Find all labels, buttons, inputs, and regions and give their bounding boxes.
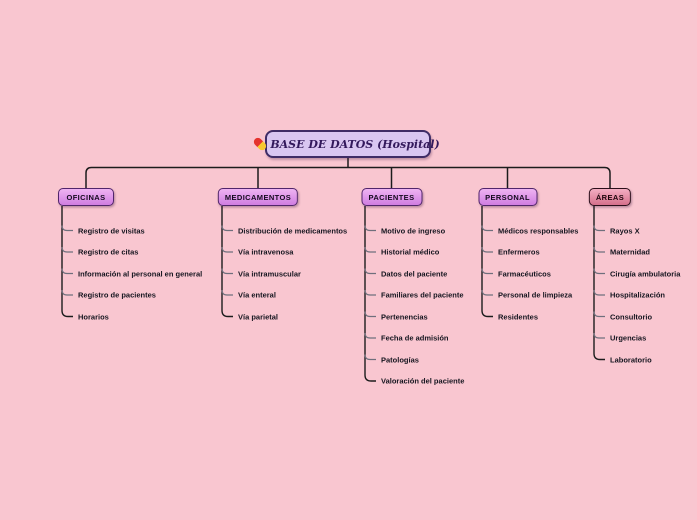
branch-node-label: OFICINAS	[66, 192, 106, 202]
mindmap-item[interactable]: Familiares del paciente	[381, 290, 464, 300]
branch-node-2[interactable]: MEDICAMENTOS	[217, 188, 299, 206]
branch-node-4[interactable]: PERSONAL	[478, 188, 537, 206]
mindmap-item[interactable]: Farmacéuticos	[498, 268, 551, 278]
mindmap-item[interactable]: Maternidad	[610, 247, 651, 257]
mindmap-item[interactable]: Registro de visitas	[78, 225, 145, 235]
mindmap-item[interactable]: Vía intravenosa	[238, 247, 294, 257]
branch-node-label: MEDICAMENTOS	[224, 192, 292, 202]
mindmap-item[interactable]: Fecha de admisión	[381, 333, 449, 343]
branch-node-1[interactable]: OFICINAS	[58, 188, 114, 206]
branch-node-3[interactable]: PACIENTES	[361, 188, 422, 206]
pill-icon	[252, 136, 269, 152]
mindmap-item[interactable]: Consultorio	[610, 311, 653, 321]
mindmap-item[interactable]: Médicos responsables	[498, 225, 579, 235]
mindmap-item[interactable]: Registro de pacientes	[78, 290, 156, 300]
mindmap-item[interactable]: Información al personal en general	[78, 268, 203, 278]
mindmap-item[interactable]: Datos del paciente	[381, 268, 448, 278]
branch-node-label: PERSONAL	[485, 192, 530, 202]
mindmap-item[interactable]: Hospitalización	[610, 290, 666, 300]
mindmap-item[interactable]: Patologías	[381, 354, 419, 364]
mindmap-item[interactable]: Pertenencias	[381, 311, 428, 321]
mindmap-item[interactable]: Vía intramuscular	[238, 268, 301, 278]
mindmap-item[interactable]: Valoración del paciente	[381, 376, 465, 386]
branch-node-label: ÁREAS	[595, 192, 625, 202]
branch-node-label: PACIENTES	[368, 192, 415, 202]
mindmap-item[interactable]: Vía parietal	[238, 311, 279, 321]
mindmap-item[interactable]: Historial médico	[381, 247, 440, 257]
mindmap-item[interactable]: Rayos X	[610, 225, 640, 235]
mindmap-item[interactable]: Residentes	[498, 311, 539, 321]
mindmap-item[interactable]: Personal de limpieza	[498, 290, 573, 300]
central-node-label: BASE DE DATOS (Hospital)	[270, 137, 440, 151]
mindmap-item[interactable]: Horarios	[78, 311, 109, 321]
mindmap-item[interactable]: Vía enteral	[238, 290, 276, 300]
mindmap-item[interactable]: Urgencias	[610, 333, 647, 343]
mindmap-item[interactable]: Motivo de ingreso	[381, 225, 446, 235]
mindmap-item[interactable]: Enfermeros	[498, 247, 540, 257]
mindmap-item[interactable]: Registro de citas	[78, 247, 139, 257]
branch-node-5[interactable]: ÁREAS	[588, 188, 632, 206]
mindmap-item[interactable]: Distribución de medicamentos	[238, 225, 348, 235]
central-node[interactable]: BASE DE DATOS (Hospital)	[252, 130, 440, 158]
mindmap-item[interactable]: Laboratorio	[610, 354, 652, 364]
mindmap-item[interactable]: Cirugía ambulatoria	[610, 268, 681, 278]
